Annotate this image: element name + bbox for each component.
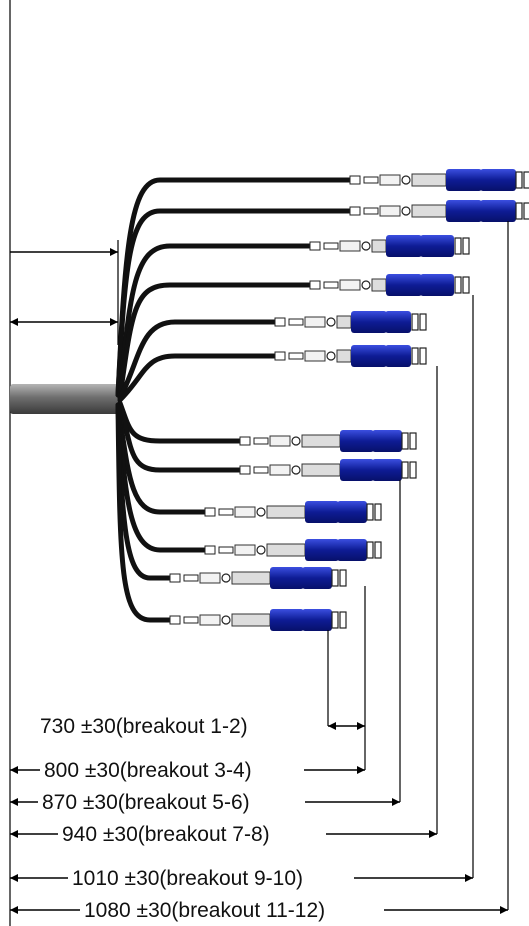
dimension-1080: 1080 ±30(breakout 11-12) bbox=[10, 899, 508, 922]
connector-2 bbox=[349, 200, 529, 222]
dimension-label: 1080 ±30(breakout 11-12) bbox=[84, 899, 325, 922]
dimension-label: 800 ±30(breakout 3-4) bbox=[44, 759, 252, 782]
dimension-1010: 1010 ±30(breakout 9-10) bbox=[10, 867, 473, 890]
connector-6 bbox=[274, 345, 427, 367]
dimension-940: 940 ±30(breakout 7-8) bbox=[10, 823, 437, 846]
connector-10 bbox=[204, 539, 382, 561]
connector-3 bbox=[309, 235, 470, 257]
extension-lines bbox=[327, 221, 509, 910]
dimension-label: 1010 ±30(breakout 9-10) bbox=[72, 867, 303, 890]
connector-11 bbox=[169, 567, 347, 589]
connector-7 bbox=[239, 430, 417, 452]
dimension-870: 870 ±30(breakout 5-6) bbox=[10, 791, 400, 814]
connector-4 bbox=[309, 274, 470, 296]
trunk-cable bbox=[10, 384, 120, 414]
connector-1 bbox=[349, 169, 529, 191]
connector-9 bbox=[204, 501, 382, 523]
connector-5 bbox=[274, 311, 427, 333]
dimension-label: 870 ±30(breakout 5-6) bbox=[42, 791, 250, 814]
dimension-730: 730 ±30(breakout 1-2) bbox=[40, 715, 365, 738]
dimension-label: 940 ±30(breakout 7-8) bbox=[62, 823, 270, 846]
connector-8 bbox=[239, 459, 417, 481]
dimension-label: 730 ±30(breakout 1-2) bbox=[40, 715, 248, 738]
dimension-800: 800 ±30(breakout 3-4) bbox=[10, 759, 365, 782]
connector-12 bbox=[169, 609, 347, 631]
breakout-wires bbox=[115, 177, 353, 623]
trunk-dimension-marks bbox=[10, 240, 119, 345]
